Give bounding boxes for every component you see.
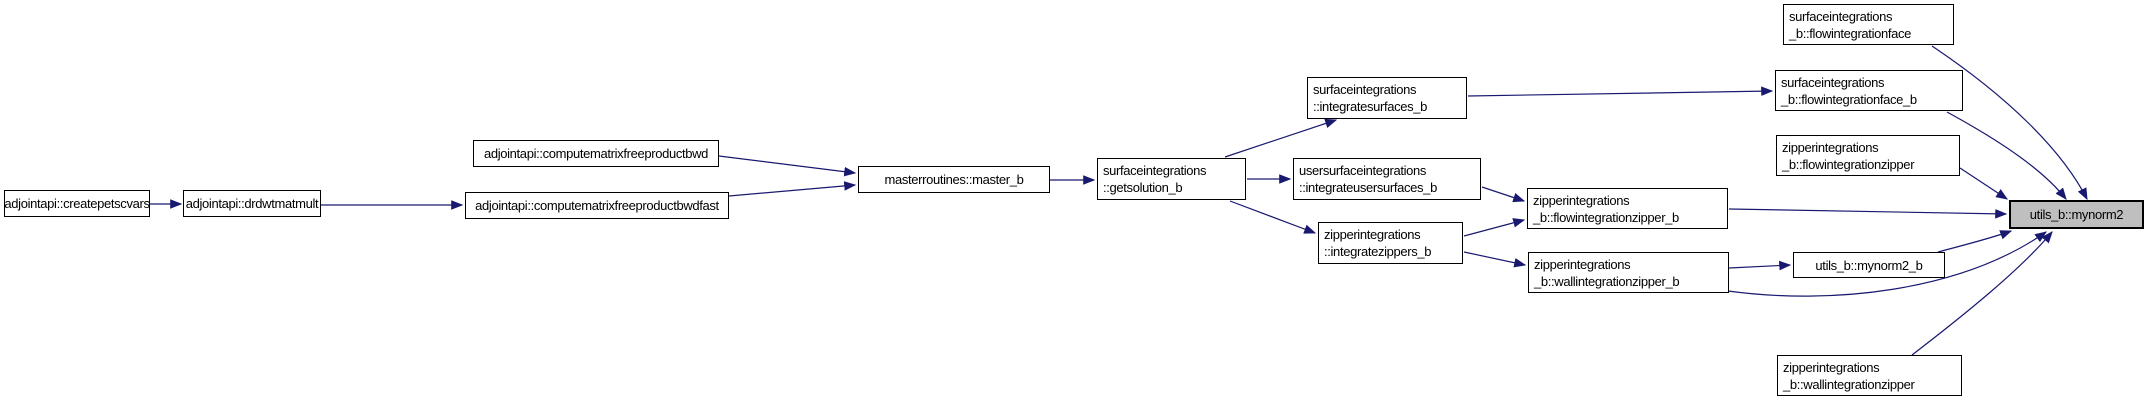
node-label: zipperintegrations: [1533, 192, 1630, 208]
edge-integrateusersurfaces_b-to-flowintegrationzipper_b: [1481, 186, 1526, 203]
node-label: surfaceintegrations: [1781, 74, 1885, 90]
edge-mynorm2_b-to-mynorm2: [1937, 230, 2013, 253]
node-wallintegrationzipper[interactable]: zipperintegrations_b::wallintegrationzip…: [1777, 355, 1962, 396]
node-label: adjointapi::computematrixfreeproductbwd: [483, 146, 709, 161]
edge-wallintegrationzipper_b-to-mynorm2_b: [1728, 260, 1792, 271]
node-drdwtmatmult[interactable]: adjointapi::drdwtmatmult: [183, 190, 321, 217]
node-label: surfaceintegrations: [1313, 82, 1417, 97]
edge-flowintegrationzipper_b-to-mynorm2: [1728, 208, 2008, 219]
node-label: usersurfaceintegrations: [1299, 163, 1427, 178]
node-flowintegrationzipper[interactable]: zipperintegrations_b::flowintegrationzip…: [1776, 135, 1960, 176]
node-label: _b::flowintegrationzipper_b: [1533, 209, 1679, 225]
node-label: surfaceintegrations: [1789, 8, 1893, 24]
node-computematrixfreeproductbwdfast[interactable]: adjointapi::computematrixfreeproductbwdf…: [465, 192, 729, 219]
node-flowintegrationface[interactable]: surfaceintegrations_b::flowintegrationfa…: [1783, 4, 1954, 45]
edge-integratezippers_b-to-wallintegrationzipper_b: [1463, 251, 1527, 268]
node-label: ::integratesurfaces_b: [1313, 99, 1428, 114]
node-label: zipperintegrations: [1783, 359, 1880, 375]
edge-flowintegrationzipper-to-mynorm2: [1959, 167, 2009, 200]
edge-wallintegrationzipper-to-mynorm2: [1911, 231, 2053, 356]
edge-integratezippers_b-to-flowintegrationzipper_b: [1463, 218, 1526, 237]
node-getsolution_b[interactable]: surfaceintegrations::getsolution_b: [1097, 158, 1246, 200]
edge-wallintegrationzipper_b-to-mynorm2: [1727, 231, 2047, 297]
node-label: _b::wallintegrationzipper: [1783, 376, 1915, 392]
node-label: masterroutines::master_b: [884, 172, 1024, 187]
node-label: ::integrateusersurfaces_b: [1299, 180, 1437, 195]
node-label: utils_b::mynorm2: [2029, 207, 2124, 222]
node-label: utils_b::mynorm2_b: [1815, 257, 1923, 273]
node-label: _b::wallintegrationzipper_b: [1534, 273, 1680, 289]
edge-integratesurfaces_b-to-flowintegrationface_b: [1467, 86, 1774, 97]
node-label: zipperintegrations: [1782, 139, 1879, 155]
edge-getsolution_b-to-integratezippers_b: [1229, 200, 1317, 234]
node-integrateusersurfaces_b[interactable]: usersurfaceintegrations::integrateusersu…: [1293, 158, 1481, 200]
node-integratesurfaces_b[interactable]: surfaceintegrations::integratesurfaces_b: [1307, 77, 1467, 119]
node-label: surfaceintegrations: [1103, 163, 1207, 178]
node-label: adjointapi::computematrixfreeproductbwdf…: [475, 198, 719, 213]
node-integratezippers_b[interactable]: zipperintegrations::integratezippers_b: [1318, 222, 1463, 264]
node-label: zipperintegrations: [1324, 227, 1421, 242]
node-label: _b::flowintegrationface_b: [1781, 91, 1917, 107]
node-label: adjointapi::drdwtmatmult: [185, 196, 319, 211]
node-label: ::integratezippers_b: [1324, 244, 1432, 259]
node-flowintegrationzipper_b[interactable]: zipperintegrations_b::flowintegrationzip…: [1527, 188, 1728, 229]
edge-flowintegrationface-to-mynorm2: [1931, 45, 2088, 201]
edge-computematrixfreeproductbwdfast-to-master_b: [728, 181, 857, 197]
node-wallintegrationzipper_b[interactable]: zipperintegrations_b::wallintegrationzip…: [1528, 252, 1729, 293]
node-master_b[interactable]: masterroutines::master_b: [858, 166, 1050, 193]
node-label: _b::flowintegrationface: [1789, 25, 1912, 41]
node-label: adjointapi::createpetscvars: [4, 196, 150, 211]
node-createpetscvars[interactable]: adjointapi::createpetscvars: [4, 190, 150, 217]
edge-computematrixfreeproductbwd-to-master_b: [718, 155, 857, 177]
edge-flowintegrationface_b-to-mynorm2: [1946, 111, 2067, 200]
node-flowintegrationface_b[interactable]: surfaceintegrations_b::flowintegrationfa…: [1775, 70, 1963, 111]
node-computematrixfreeproductbwd[interactable]: adjointapi::computematrixfreeproductbwd: [473, 140, 719, 167]
node-label: _b::flowintegrationzipper: [1782, 156, 1915, 172]
node-label: zipperintegrations: [1534, 256, 1631, 272]
edge-getsolution_b-to-integratesurfaces_b: [1224, 118, 1338, 158]
node-mynorm2_b[interactable]: utils_b::mynorm2_b: [1793, 252, 1945, 278]
node-mynorm2: utils_b::mynorm2: [2009, 200, 2144, 229]
node-label: ::getsolution_b: [1103, 180, 1183, 195]
